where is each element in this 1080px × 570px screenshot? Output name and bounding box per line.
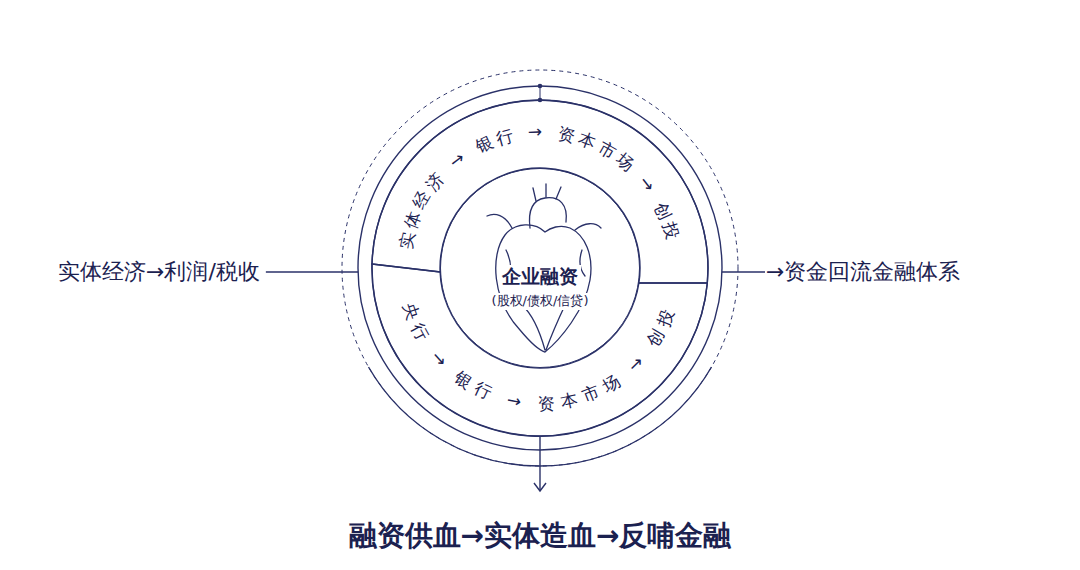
- arc-glyph: →: [528, 123, 543, 140]
- arc-text: 央行 → 银行 → 资本市场 → 创投: [370, 250, 710, 440]
- caption: 融资供血→实体造血→反哺金融: [349, 519, 732, 553]
- top-dot: [538, 84, 543, 89]
- arc-glyph: 资: [556, 125, 576, 145]
- arc-glyph: 经: [411, 188, 434, 211]
- source-label: 实体经济→利润/税收: [58, 259, 260, 285]
- arc-glyph: 创: [652, 200, 675, 223]
- band-shape: [372, 100, 708, 283]
- arc-glyph: 场: [614, 150, 638, 174]
- arc-glyph: 场: [599, 372, 622, 395]
- arc-glyph: 银: [451, 368, 475, 392]
- arc-glyph: →: [636, 173, 658, 195]
- arc-glyph: 央: [400, 301, 422, 323]
- arc-glyph: 投: [655, 307, 677, 329]
- flow-band: 实体经济 → 银行 → 资本市场 → 创投: [370, 98, 710, 288]
- arc-glyph: 行: [409, 321, 432, 344]
- arc-glyph: [638, 345, 655, 360]
- down-arrow: [539, 436, 540, 490]
- arc-glyph: →: [505, 392, 522, 411]
- core-title: 企业融资: [499, 265, 581, 289]
- outer-ring: [358, 86, 722, 450]
- core-circle: 企业融资 (股权/债权/信贷): [440, 168, 640, 368]
- arc-glyph: 行: [472, 380, 495, 403]
- arc-glyph: 本: [559, 391, 579, 411]
- dashed-ring: [342, 70, 738, 466]
- arc-glyph: [547, 124, 554, 141]
- arc-glyph: [526, 395, 533, 412]
- arc-glyph: 本: [576, 130, 598, 152]
- flow-band: 央行 → 银行 → 资本市场 → 创投: [370, 250, 710, 440]
- inner-ring: [372, 100, 708, 436]
- arc-glyph: [517, 125, 525, 143]
- arc-glyph: 行: [494, 126, 515, 147]
- down-arrow-head: [534, 483, 546, 491]
- arc-glyph: 实: [397, 231, 417, 251]
- arc-glyph: 市: [596, 138, 619, 161]
- arc-glyph: 创: [645, 327, 668, 350]
- leader-line: [266, 271, 358, 272]
- band-shape: [372, 264, 707, 436]
- arc-glyph: →: [446, 149, 468, 171]
- return-label: →资金回流金融体系: [766, 259, 960, 285]
- core-subtitle: (股权/债权/信贷): [489, 293, 592, 309]
- arc-glyph: [494, 389, 504, 407]
- arc-text: 实体经济 → 银行 → 资本市场 → 创投: [370, 98, 710, 288]
- leader-line: [722, 271, 765, 272]
- arc-glyph: →: [625, 353, 647, 375]
- arc-glyph: →: [428, 348, 450, 370]
- arc-glyph: 济: [423, 170, 447, 194]
- arc-glyph: 银: [473, 133, 496, 156]
- arc-glyph: 投: [661, 221, 682, 242]
- arc-glyph: 资: [537, 395, 555, 413]
- arc-glyph: 体: [402, 209, 424, 231]
- heart-illustration: [487, 184, 601, 352]
- arc-glyph: 市: [579, 383, 601, 405]
